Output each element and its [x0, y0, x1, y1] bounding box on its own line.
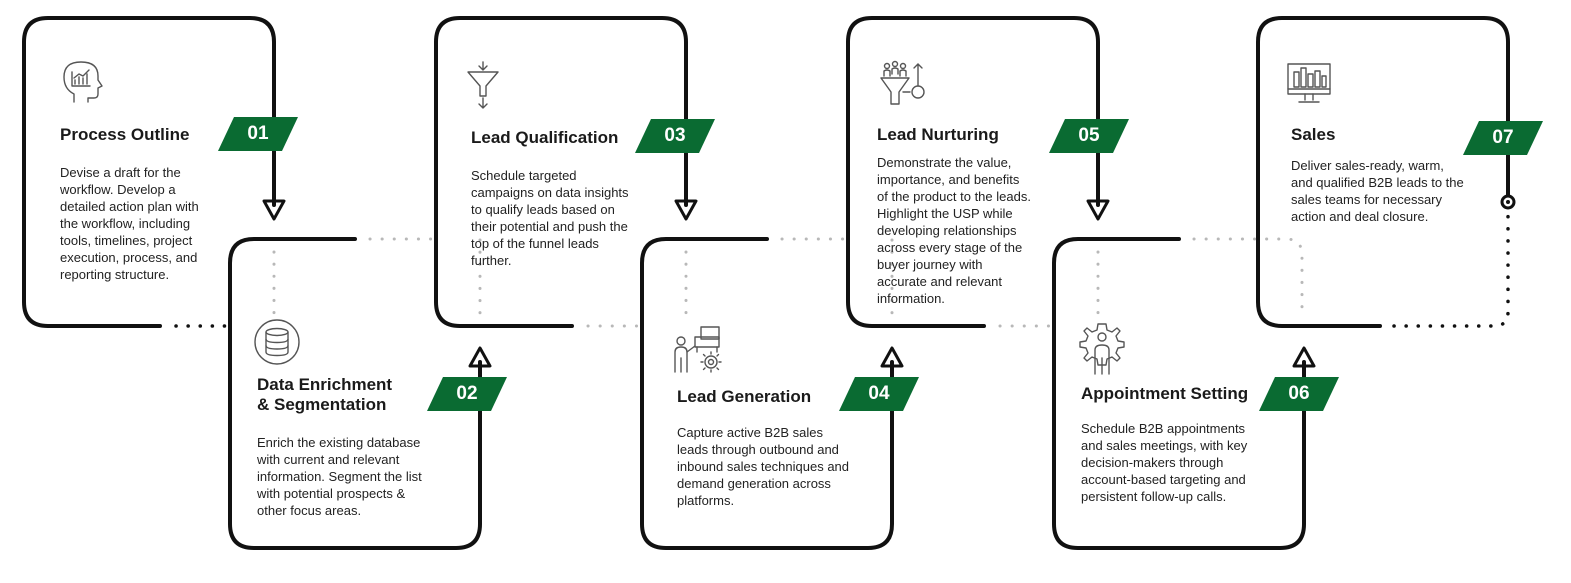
arrow-03: [674, 199, 698, 221]
step-description: Devise a draft for the workflow. Develop…: [60, 165, 199, 282]
step-title: Sales: [1291, 125, 1336, 144]
step-title: Process Outline: [60, 125, 190, 144]
step-number-badge: 03: [635, 119, 715, 153]
step-number: 04: [868, 383, 890, 404]
arrow-06: [1292, 346, 1316, 368]
step-number: 05: [1078, 125, 1100, 146]
step-number: 07: [1492, 127, 1514, 148]
step-number-badge: 02: [427, 377, 507, 411]
step-number-badge: 06: [1259, 377, 1339, 411]
database-icon: [254, 319, 300, 365]
step-number: 02: [456, 383, 478, 404]
step-description: Schedule targeted campaigns on data insi…: [471, 168, 629, 268]
step-description: Schedule B2B appointments and sales meet…: [1081, 421, 1248, 504]
step-description: Capture active B2B sales leads through o…: [677, 425, 850, 508]
connector-07-end: [1392, 214, 1510, 328]
step-title: Lead Qualification: [471, 128, 619, 147]
step-title: Appointment Setting: [1081, 384, 1249, 403]
funnel-icon: [467, 61, 499, 109]
step-number-badge: 04: [839, 377, 919, 411]
box-03-outline: [434, 16, 688, 328]
step-number: 01: [247, 123, 269, 144]
box-01-outline: [22, 16, 276, 328]
step-number: 06: [1288, 383, 1310, 404]
step-title: Lead Nurturing: [877, 125, 999, 144]
step-number-badge: 07: [1463, 121, 1543, 155]
step-title: Data Enrichment & Segmentation: [257, 375, 393, 414]
box-04-outline: [640, 237, 894, 550]
person-gear-icon: [1079, 323, 1125, 375]
person-gears-icon: [674, 326, 722, 373]
arrow-01: [262, 199, 286, 221]
arrow-04: [880, 346, 904, 368]
box-07-outline: [1256, 16, 1510, 328]
step-number: 03: [664, 125, 686, 146]
head-chart-icon: [63, 61, 103, 103]
arrow-02: [468, 346, 492, 368]
step-title: Lead Generation: [677, 387, 812, 406]
box-02-outline: [228, 237, 482, 550]
people-funnel-icon: [880, 60, 925, 105]
arrow-05: [1086, 199, 1110, 221]
step-description: Deliver sales-ready, warm, and qualified…: [1291, 158, 1464, 224]
step-number-badge: 05: [1049, 119, 1129, 153]
step-description: Enrich the existing database with curren…: [257, 435, 422, 518]
box-06-outline: [1052, 237, 1306, 550]
step-number-badge: 01: [218, 117, 298, 151]
box-05-outline: [846, 16, 1100, 328]
monitor-chart-icon: [1287, 63, 1331, 103]
step-description: Demonstrate the value, importance, and b…: [877, 155, 1031, 306]
